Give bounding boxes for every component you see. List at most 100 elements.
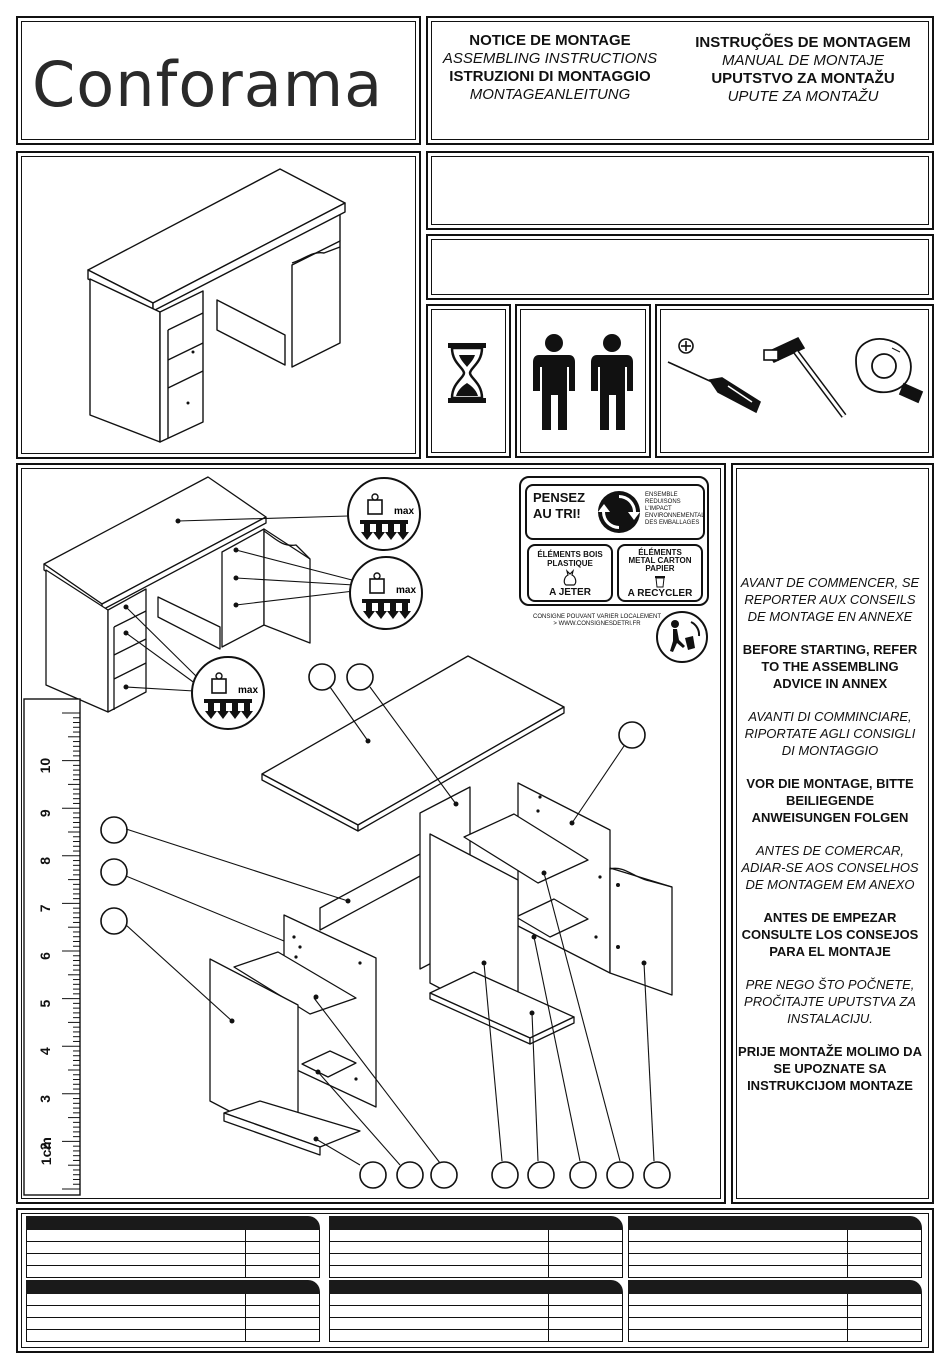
advice-texts: AVANT DE COMMENCER, SE REPORTER AUX CONS… — [737, 574, 923, 1110]
ruler-label: 9 — [37, 809, 53, 817]
tape-measure-icon — [855, 338, 924, 404]
max-load-badge-middle: max — [349, 556, 423, 630]
bin-recycler-title-3: PAPIER — [645, 564, 675, 573]
product-view-panel — [16, 151, 421, 459]
pensez-frame — [519, 476, 709, 606]
ruler — [23, 698, 81, 1196]
parts-table-header — [26, 1280, 320, 1294]
ensemble-line-4: DES EMBALLAGES — [645, 520, 700, 526]
parts-table-row — [26, 1294, 320, 1306]
blank-box-1 — [426, 151, 934, 230]
parts-table-row — [628, 1266, 922, 1278]
parts-table-row — [628, 1294, 922, 1306]
title-es: MANUAL DE MONTAJE — [722, 52, 884, 69]
exploded-view-panel — [16, 463, 726, 1204]
parts-table-row — [26, 1330, 320, 1342]
bin-jeter-title-1: ÉLÉMENTS BOIS — [537, 550, 603, 559]
parts-table-row — [26, 1318, 320, 1330]
ruler-label: 7 — [37, 904, 53, 912]
parts-table-row — [26, 1266, 320, 1278]
parts-table-row — [329, 1266, 623, 1278]
advice-fr: AVANT DE COMMENCER, SE REPORTER AUX CONS… — [740, 575, 920, 624]
ruler-label: 4 — [37, 1047, 53, 1055]
parts-table — [329, 1216, 623, 1278]
advice-it: AVANTI DI COMMINCIARE, RIPORTATE AGLI CO… — [744, 709, 916, 758]
hourglass-icon — [448, 343, 486, 403]
persons-panel — [515, 304, 651, 458]
parts-table-row — [628, 1306, 922, 1318]
max-load-badge-bottom: max — [191, 656, 265, 730]
advice-panel — [731, 463, 934, 1204]
parts-table-row — [26, 1306, 320, 1318]
tidy-man-icon — [656, 611, 708, 663]
advice-pt: ANTES DE COMERCAR, ADIAR-SE AOS CONSELHO… — [741, 843, 919, 892]
parts-table-row — [628, 1230, 922, 1242]
bin-icon — [655, 576, 665, 588]
logo-panel — [16, 16, 421, 145]
parts-table — [628, 1216, 922, 1278]
phillips-screwdriver-icon — [667, 338, 761, 414]
ruler-label: 3 — [37, 1095, 53, 1103]
bin-jeter-action: A JETER — [549, 587, 591, 598]
title-sr: UPUTSTVO ZA MONTAŽU — [711, 70, 895, 87]
title-hr: UPUTE ZA MONTAŽU — [727, 88, 879, 105]
title-en: ASSEMBLING INSTRUCTIONS — [442, 50, 658, 67]
bin-recycler-title-1: ÉLÉMENTS — [638, 548, 682, 557]
ruler-label: 5 — [37, 999, 53, 1007]
ruler-label: 6 — [37, 952, 53, 960]
parts-table-row — [329, 1318, 623, 1330]
advice-sr: PRE NEGO ŠTO POČNETE, PROČITAJTE UPUTSTV… — [744, 977, 916, 1026]
parts-table — [26, 1280, 320, 1342]
parts-table-row — [329, 1242, 623, 1254]
tables-panel — [16, 1208, 934, 1353]
advice-hr: PRIJE MONTAŽE MOLIMO DA SE UPOZNATE SA I… — [738, 1044, 922, 1093]
trash-bag-icon — [563, 569, 577, 586]
title-panel — [426, 16, 934, 145]
parts-table-row — [628, 1318, 922, 1330]
ruler-unit-label: 1cm — [38, 1137, 54, 1165]
title-it: ISTRUZIONI DI MONTAGGIO — [449, 68, 651, 85]
max-load-badge-top: max — [347, 477, 421, 551]
parts-table-header — [26, 1216, 320, 1230]
parts-table-header — [628, 1216, 922, 1230]
parts-table-row — [329, 1294, 623, 1306]
recycle-icon — [598, 491, 640, 533]
consigne-line-2: > WWW.CONSIGNESDETRI.FR — [553, 621, 641, 627]
bin-jeter-title-2: PLASTIQUE — [547, 559, 593, 568]
hammer-icon — [763, 336, 847, 418]
parts-table-row — [329, 1330, 623, 1342]
title-fr: NOTICE DE MONTAGE — [469, 32, 631, 49]
bin-jeter: ÉLÉMENTS BOIS PLASTIQUE A JETER — [527, 544, 613, 602]
blank-box-2 — [426, 234, 934, 300]
pensez-label: PENSEZ — [533, 490, 586, 505]
parts-table-row — [628, 1254, 922, 1266]
bin-recycler-title-2: METAL CARTON — [628, 556, 692, 565]
desk-illustration — [87, 168, 346, 443]
two-persons-icon — [533, 334, 633, 430]
time-panel — [426, 304, 511, 458]
consigne-line-1: CONSIGNE POUVANT VARIER LOCALEMENT — [532, 614, 662, 620]
ensemble-line-1: ENSEMBLE — [645, 492, 678, 498]
bin-recycler-action: A RECYCLER — [627, 588, 693, 599]
parts-table-row — [329, 1230, 623, 1242]
tools-panel — [655, 304, 934, 458]
title-pt: INSTRUÇÕES DE MONTAGEM — [695, 34, 911, 51]
parts-table-header — [329, 1280, 623, 1294]
parts-table-row — [628, 1242, 922, 1254]
titles-left: NOTICE DE MONTAGE ASSEMBLING INSTRUCTION… — [430, 32, 670, 104]
advice-de: VOR DIE MONTAGE, BITTE BEILIEGENDE ANWEI… — [746, 776, 914, 825]
parts-table — [329, 1280, 623, 1342]
parts-table — [628, 1280, 922, 1342]
parts-table — [26, 1216, 320, 1278]
parts-table-header — [628, 1280, 922, 1294]
tools-illustration — [667, 336, 924, 418]
svg-text:max: max — [394, 506, 414, 517]
svg-text:max: max — [238, 685, 258, 696]
parts-table-row — [628, 1330, 922, 1342]
brand-logo: Conforama — [32, 48, 384, 121]
bin-recycler: ÉLÉMENTS METAL CARTON PAPIER A RECYCLER — [617, 544, 703, 602]
parts-table-row — [329, 1254, 623, 1266]
ruler-label: 2 — [37, 1142, 53, 1150]
parts-table-row — [26, 1242, 320, 1254]
